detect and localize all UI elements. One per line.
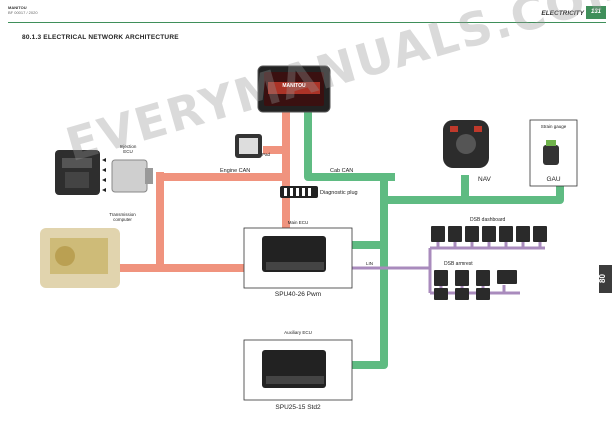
- engine-can-label: Engine CAN: [220, 168, 251, 174]
- header-brand: MANITOU BF 00017 / 2020: [8, 5, 38, 15]
- diagnostic-plug-label: Diagnostic plug: [320, 190, 358, 196]
- gau-label: GAU: [546, 176, 561, 183]
- main-ecu-model: SPU40-26 Pwm: [274, 291, 322, 298]
- engine-arrows: [102, 158, 106, 192]
- header-divider: [8, 22, 606, 23]
- dsb-armrest-switches: [434, 270, 517, 300]
- display-logo: MANITOU: [282, 83, 306, 89]
- page-number: 131: [586, 6, 606, 19]
- injection-ecu-label: Injection ECU: [119, 144, 137, 154]
- transmission-computer-label: Transmission computer: [109, 212, 136, 222]
- display-unit: [257, 65, 331, 113]
- main-ecu-label: Main ECU: [287, 220, 309, 225]
- dsb-armrest-label: DSB armrest: [444, 261, 473, 267]
- engine-block: [55, 150, 100, 195]
- chapter-tab: 80: [598, 265, 612, 293]
- pad-label: Pad: [262, 152, 271, 157]
- document-reference: BF 00017 / 2020: [8, 10, 38, 15]
- diagnostic-plug-connector: [280, 186, 318, 198]
- section-name: ELECTRICITY: [541, 10, 584, 17]
- transmission-unit: [40, 228, 120, 288]
- strain-gauge-box: [529, 119, 578, 187]
- main-ecu-box: [243, 227, 353, 289]
- lin-label: LIN: [366, 261, 374, 266]
- engine-can-bus: [120, 112, 290, 272]
- auxiliary-ecu-label: Auxiliary ECU: [284, 330, 312, 335]
- dsb-dashboard-label: DSB dashboard: [470, 217, 506, 223]
- cab-can-label: Cab CAN: [330, 168, 354, 174]
- dsb-dashboard-switches: [431, 226, 547, 242]
- nav-label: NAV: [478, 176, 491, 183]
- cab-can-bus: [304, 112, 564, 369]
- auxiliary-ecu-model: SPU25-15 Std2: [275, 404, 321, 411]
- brand-name: MANITOU: [8, 5, 27, 10]
- injection-ecu-unit: [111, 159, 153, 193]
- page-title: 80.1.3 ELECTRICAL NETWORK ARCHITECTURE: [22, 34, 179, 41]
- pad-device: [235, 134, 262, 158]
- strain-gauge-label: Strain gauge: [540, 124, 567, 129]
- nav-joystick: [443, 120, 489, 168]
- auxiliary-ecu-box: [243, 339, 353, 401]
